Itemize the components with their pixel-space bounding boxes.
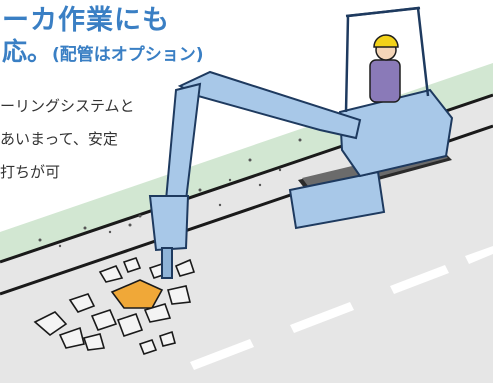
- headline-line-2: 応。(配管はオプション): [2, 32, 204, 68]
- headline-line-2-note: (配管はオプション): [52, 45, 204, 65]
- body-line-2: あいまって、安定: [0, 130, 118, 148]
- excavator-boom: [177, 70, 362, 140]
- excavator-body: [338, 88, 454, 178]
- body-line-1: ーリングシステムと: [0, 97, 135, 115]
- breaker-chisel: [161, 247, 173, 279]
- rubble-pile: [33, 257, 196, 355]
- headline-line-1: ーカ作業にも: [2, 5, 170, 36]
- body-line-3: 打ちが可: [0, 163, 61, 181]
- dozer-blade: [288, 170, 386, 230]
- hydraulic-breaker: [148, 195, 190, 252]
- headline-line-2-main: 応。: [2, 37, 53, 66]
- operator: [369, 34, 401, 103]
- body-text: ーリングシステムと あいまって、安定 打ちが可: [0, 90, 135, 189]
- operator-canopy: [344, 6, 430, 113]
- lane-markings: [190, 246, 493, 370]
